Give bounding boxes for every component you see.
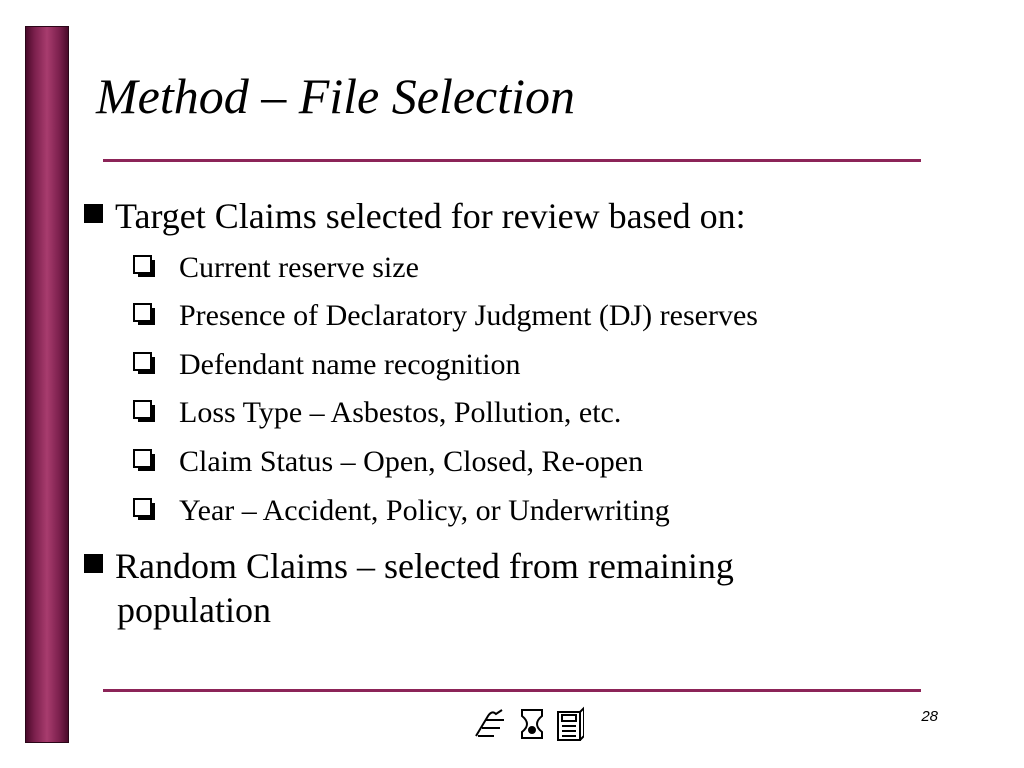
sub-item-text: Presence of Declaratory Judgment (DJ) re… bbox=[179, 299, 758, 332]
bottom-divider bbox=[103, 689, 921, 692]
bullet-target-claims: Target Claims selected for review based … bbox=[84, 194, 746, 238]
sub-item-text: Loss Type – Asbestos, Pollution, etc. bbox=[179, 396, 622, 429]
sub-item-text: Current reserve size bbox=[179, 251, 419, 284]
bullet-text-continuation: population bbox=[117, 590, 271, 630]
hourglass-icon bbox=[521, 709, 543, 739]
calculator-icon bbox=[557, 705, 585, 741]
checkbox-bullet-icon bbox=[133, 400, 155, 422]
top-divider bbox=[103, 159, 921, 162]
bullet-text: Random Claims – selected from remaining bbox=[115, 546, 734, 586]
sub-item: Current reserve size bbox=[133, 250, 419, 286]
checkbox-bullet-icon bbox=[133, 255, 155, 277]
sub-item-text: Year – Accident, Policy, or Underwriting bbox=[179, 494, 670, 527]
sub-item: Loss Type – Asbestos, Pollution, etc. bbox=[133, 395, 621, 431]
checkbox-bullet-icon bbox=[133, 498, 155, 520]
bullet-random-claims: Random Claims – selected from remaining bbox=[84, 544, 734, 588]
checkbox-bullet-icon bbox=[133, 303, 155, 325]
sub-item: Claim Status – Open, Closed, Re-open bbox=[133, 444, 643, 480]
checkbox-bullet-icon bbox=[133, 449, 155, 471]
slide-title: Method – File Selection bbox=[96, 68, 576, 124]
sub-item-text: Claim Status – Open, Closed, Re-open bbox=[179, 445, 644, 478]
checkbox-bullet-icon bbox=[133, 352, 155, 374]
footer-icons bbox=[474, 705, 585, 742]
square-bullet-icon bbox=[84, 554, 103, 573]
sub-item: Defendant name recognition bbox=[133, 347, 521, 383]
sub-item: Year – Accident, Policy, or Underwriting bbox=[133, 493, 670, 529]
sub-item: Presence of Declaratory Judgment (DJ) re… bbox=[133, 298, 758, 334]
decorative-side-bar bbox=[25, 26, 69, 743]
page-number: 28 bbox=[921, 708, 938, 725]
bullet-text: Target Claims selected for review based … bbox=[115, 196, 746, 236]
hand-pointer-icon bbox=[475, 709, 504, 737]
square-bullet-icon bbox=[84, 204, 103, 223]
sub-item-text: Defendant name recognition bbox=[179, 348, 521, 381]
